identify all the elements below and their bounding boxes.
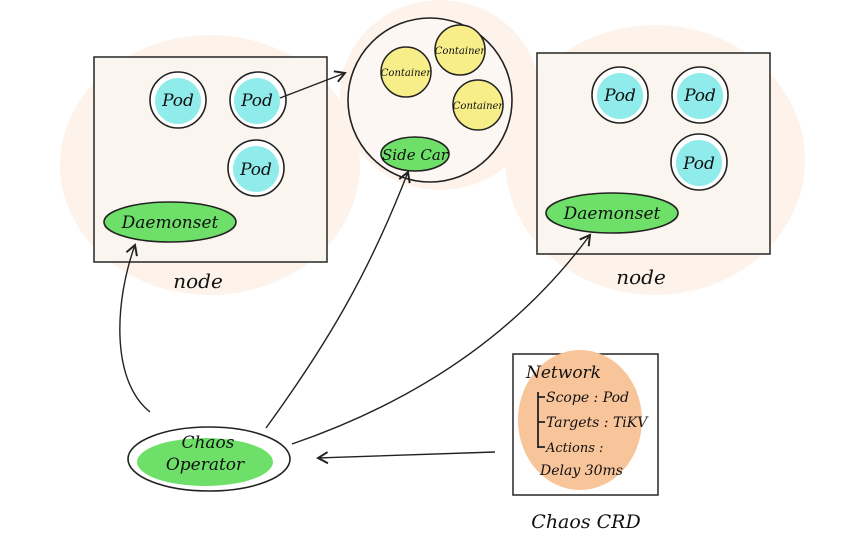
pod: Pod	[227, 139, 285, 197]
node-label: node	[616, 265, 666, 289]
operator-line1: Chaos	[181, 433, 234, 453]
arrow-pod-to-detail	[279, 70, 347, 99]
chaos-operator: Chaos Operator	[127, 426, 291, 492]
arrow-operator-to-right-daemonset	[291, 233, 592, 445]
sidecar: Side Car	[380, 136, 450, 172]
right-node: Pod Pod Pod Daemonset node	[536, 52, 771, 289]
sidecar-label: Side Car	[382, 146, 449, 164]
left-node: Pod Pod Pod Daemonset node	[93, 56, 328, 293]
arrow-operator-to-sidecar	[265, 170, 411, 429]
container: Container	[380, 46, 433, 98]
crd-delay: Delay 30ms	[539, 463, 623, 479]
pod-label: Pod	[239, 160, 272, 180]
arrow-crd-to-operator	[316, 451, 496, 465]
pod: Pod	[671, 66, 729, 124]
pod: Pod	[591, 66, 649, 124]
container-label: Container	[453, 101, 505, 112]
pod-label: Pod	[603, 86, 636, 106]
crd-title: Network	[525, 363, 601, 383]
pod-label: Pod	[161, 91, 194, 111]
pod: Pod	[149, 71, 207, 129]
node-label: node	[173, 269, 223, 293]
daemonset: Daemonset	[545, 192, 679, 234]
daemonset-label: Daemonset	[121, 213, 219, 233]
container-label: Container	[435, 46, 487, 57]
crd-actions: Actions :	[545, 441, 603, 456]
daemonset: Daemonset	[103, 201, 237, 243]
crd-label: Chaos CRD	[531, 511, 640, 533]
operator-line2: Operator	[166, 455, 245, 475]
pod-detail: Container Container Container Side Car	[347, 17, 513, 183]
pod-label: Pod	[682, 154, 715, 174]
container: Container	[452, 79, 505, 131]
arrow-operator-to-left-daemonset	[119, 243, 151, 413]
pod-label: Pod	[683, 86, 716, 106]
container: Container	[434, 24, 487, 76]
container-label: Container	[381, 68, 433, 79]
crd-scope: Scope : Pod	[546, 390, 629, 406]
chaos-crd: Network Scope : Pod Targets : TiKV Actio…	[512, 350, 659, 533]
pod-label: Pod	[240, 91, 273, 111]
pod: Pod	[670, 133, 728, 191]
daemonset-label: Daemonset	[563, 204, 661, 224]
crd-targets: Targets : TiKV	[546, 415, 649, 431]
pod: Pod	[229, 71, 287, 129]
